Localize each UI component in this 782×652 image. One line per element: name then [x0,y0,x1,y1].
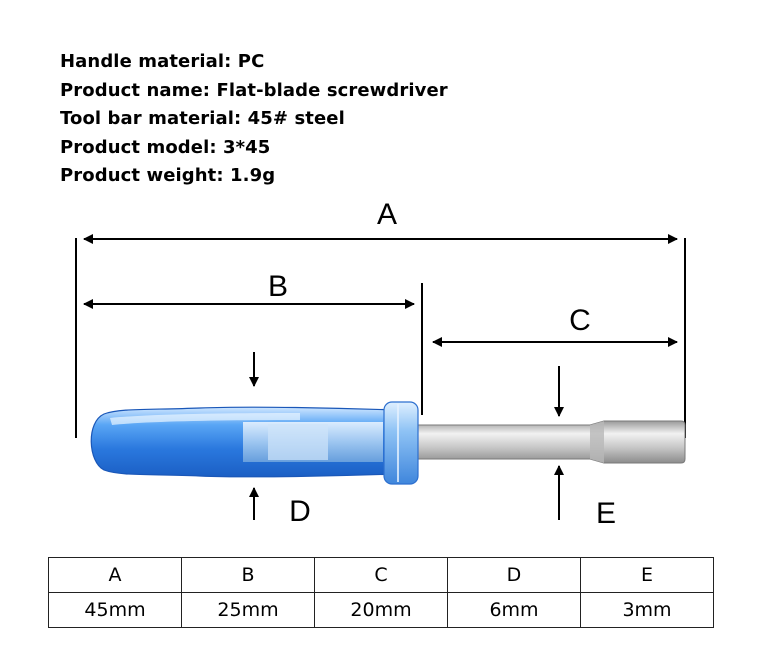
table-cell: 3mm [580,592,714,628]
dimension-e: E [554,366,616,530]
dimension-b-label: B [268,270,288,303]
dimension-d: D [249,352,311,528]
screwdriver-image [90,401,686,485]
dimension-a: A [83,198,678,244]
table-cell: 25mm [181,592,315,628]
table-header-row: A B C D E [48,557,714,593]
screwdriver-dimension-diagram: A B C D E [75,198,686,530]
dimension-d-label: D [289,495,311,528]
spec-product-weight: Product weight: 1.9g [60,165,276,186]
dimension-b: B [83,270,415,309]
table-cell: 45mm [48,592,182,628]
screwdriver-ferrule [383,401,419,485]
table-header-cell: D [447,557,581,593]
spec-list: Handle material: PC Product name: Flat-b… [60,48,448,191]
screwdriver-blade-bevel [590,421,604,463]
table-header-cell: E [580,557,714,593]
table-cell: 6mm [447,592,581,628]
dimension-c: C [432,304,678,347]
spec-tool-bar-material: Tool bar material: 45# steel [60,108,345,129]
table-cell: 20mm [314,592,448,628]
spec-handle-material: Handle material: PC [60,51,265,72]
dimension-c-label: C [569,304,591,337]
dimension-table: A B C D E 45mm 25mm 20mm 6mm 3mm [48,557,714,628]
table-header-cell: C [314,557,448,593]
spec-product-model: Product model: 3*45 [60,136,271,158]
table-header-cell: A [48,557,182,593]
screwdriver-insert-band [268,424,328,460]
screwdriver-handle-highlight [110,413,300,425]
spec-product-name: Product name: Flat-blade screwdriver [60,79,448,101]
dimension-e-label: E [596,497,616,530]
table-header-cell: B [181,557,315,593]
table-row: 45mm 25mm 20mm 6mm 3mm [48,592,714,628]
dimension-a-label: A [377,198,397,231]
screwdriver-shaft [409,420,686,464]
